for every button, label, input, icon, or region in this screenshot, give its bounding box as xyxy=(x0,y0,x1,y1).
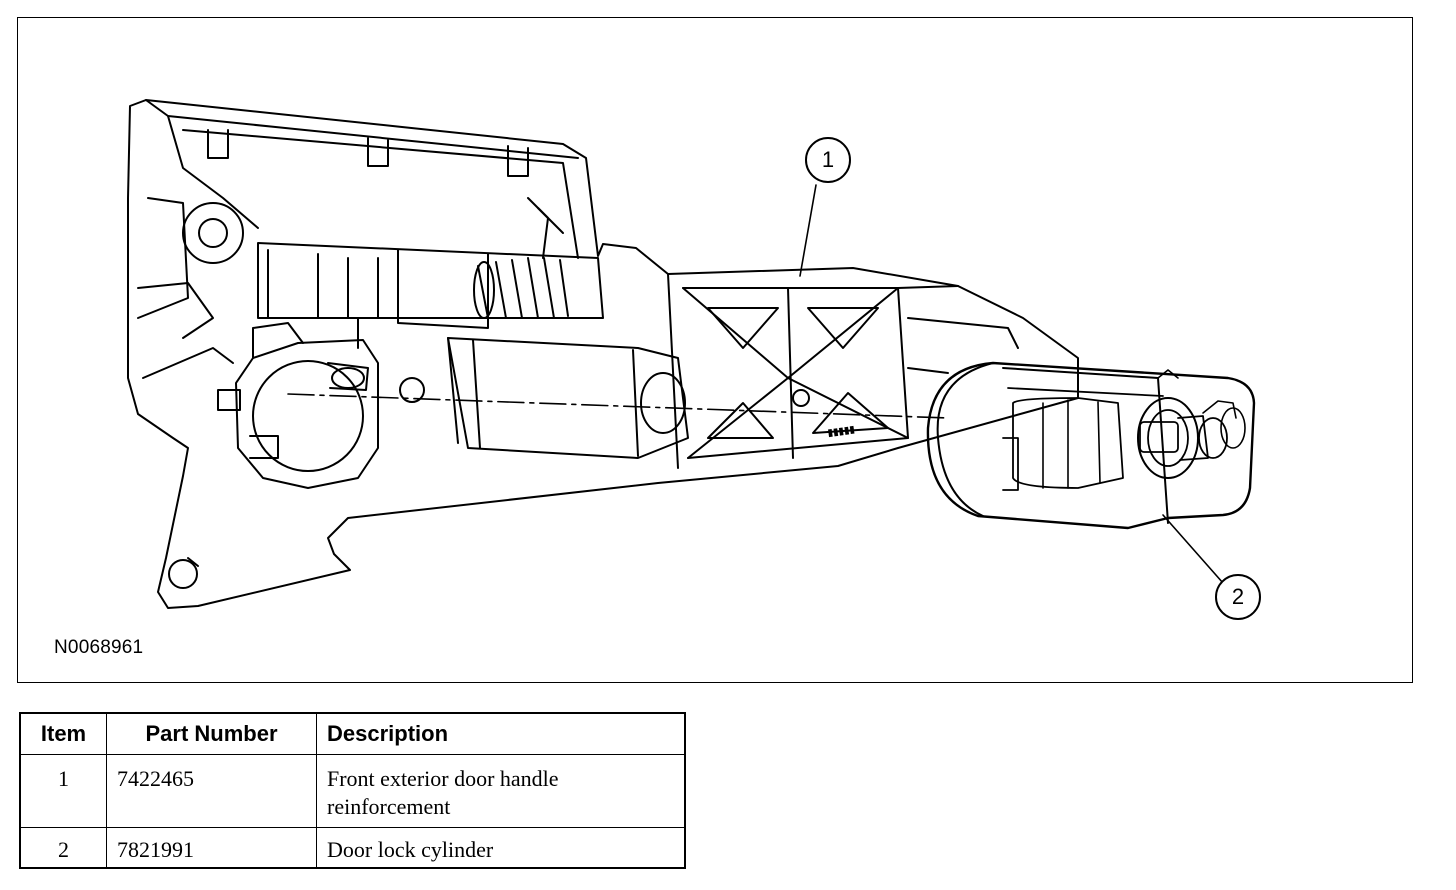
callout-2-number: 2 xyxy=(1231,584,1245,609)
door-handle-assembly-drawing: ▮▮▮▮▮ xyxy=(127,99,1256,609)
handle-reinforcement-drawing: ▮▮▮▮▮ xyxy=(127,99,1079,609)
cell-description: Front exterior door handle reinforcement xyxy=(316,754,686,828)
callout-2: 2 xyxy=(1215,574,1261,620)
cell-description: Door lock cylinder xyxy=(316,827,686,869)
figure-frame: ▮▮▮▮▮ 1 2 xyxy=(17,17,1413,683)
svg-text:▮▮▮▮▮: ▮▮▮▮▮ xyxy=(827,424,856,439)
table-row: 1 7422465 Front exterior door handle rei… xyxy=(19,754,686,828)
callout-1-number: 1 xyxy=(821,147,835,172)
header-item: Item xyxy=(19,712,107,755)
header-part-number: Part Number xyxy=(106,712,317,755)
callout-1: 1 xyxy=(805,137,851,183)
header-description: Description xyxy=(316,712,686,755)
alignment-axis-line xyxy=(287,393,949,419)
parts-table-header-row: Item Part Number Description xyxy=(19,712,686,755)
cell-item: 2 xyxy=(19,827,107,869)
lock-cylinder-drawing xyxy=(926,361,1256,530)
cell-item: 1 xyxy=(19,754,107,828)
parts-table: Item Part Number Description 1 7422465 F… xyxy=(19,712,686,869)
table-row: 2 7821991 Door lock cylinder xyxy=(19,827,686,869)
figure-id-label: N0068961 xyxy=(54,637,144,658)
leader-line-1 xyxy=(799,184,817,277)
cell-part-number: 7821991 xyxy=(106,827,317,869)
leader-line-2 xyxy=(1162,514,1224,584)
cell-part-number: 7422465 xyxy=(106,754,317,828)
